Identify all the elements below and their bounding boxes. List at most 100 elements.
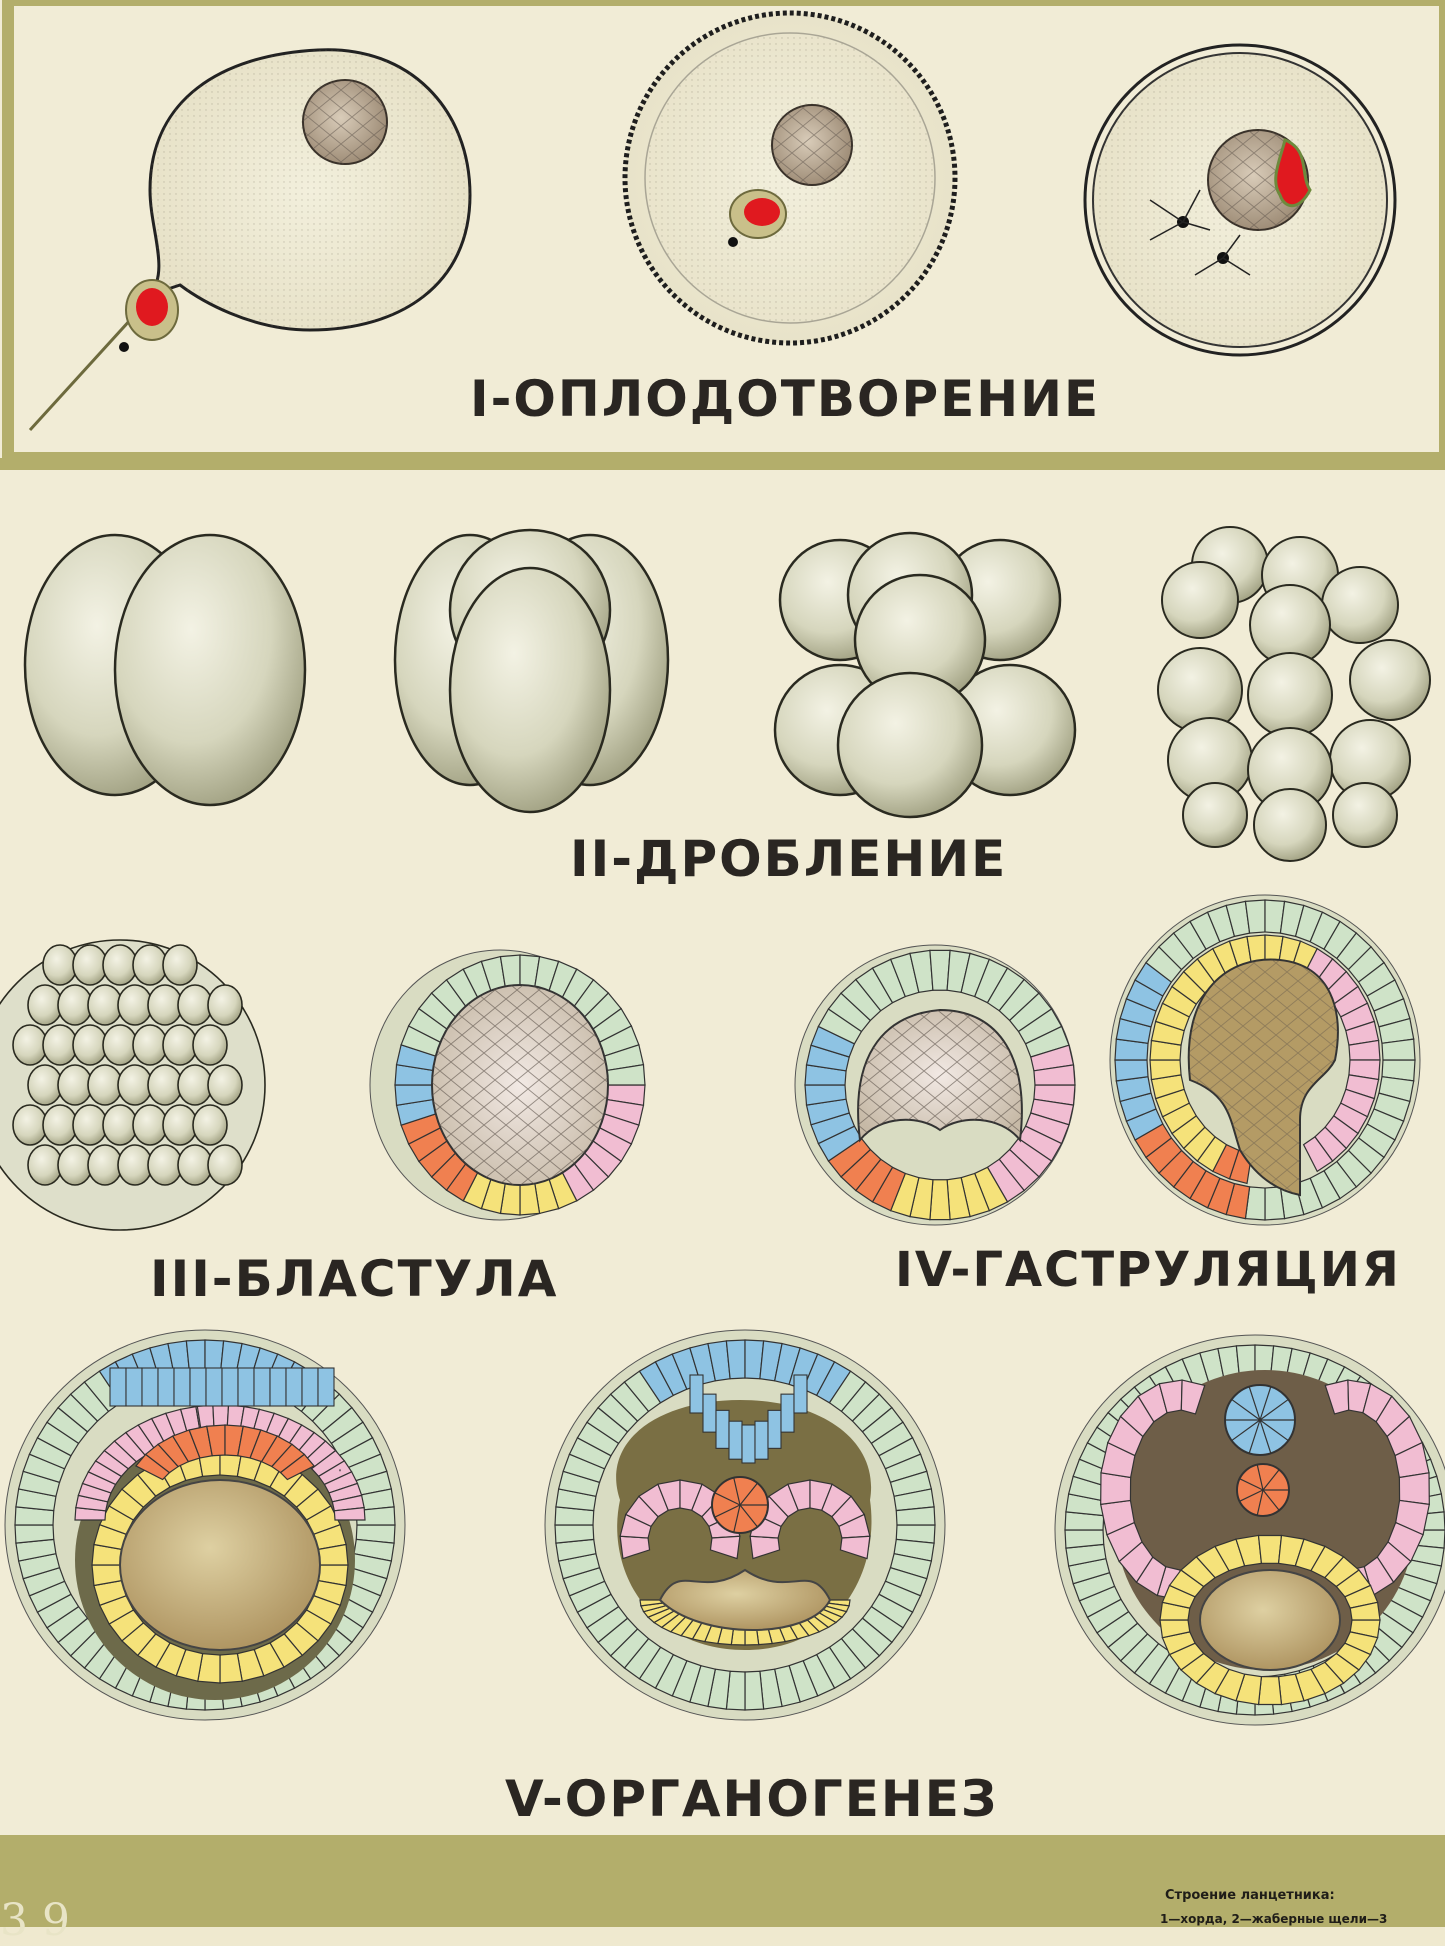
gastrula-early xyxy=(795,945,1075,1225)
neural-cell xyxy=(755,1421,768,1459)
cell-segment xyxy=(745,1671,764,1710)
morula-cell xyxy=(163,1025,197,1065)
morula-cell xyxy=(178,985,212,1025)
neural-cell xyxy=(222,1368,238,1406)
morula-cell xyxy=(13,1025,47,1065)
cleavage-2-cell xyxy=(25,535,305,805)
neural-cell xyxy=(703,1394,716,1432)
stage-label-cleavage: II-ДРОБЛЕНИЕ xyxy=(570,830,1007,888)
neural-cell xyxy=(206,1368,222,1406)
cell-segment xyxy=(1259,1535,1282,1563)
neural-cell xyxy=(794,1375,807,1413)
organogenesis-early xyxy=(5,1330,405,1720)
morula-cell xyxy=(58,985,92,1025)
stage-label-blastula: III-БЛАСТУЛА xyxy=(150,1250,558,1308)
cell-segment xyxy=(15,1525,54,1543)
neural-cell xyxy=(110,1368,126,1406)
morula-cell xyxy=(88,985,122,1025)
morula-cell xyxy=(103,1025,137,1065)
egg-with-membrane xyxy=(625,13,955,343)
morula-cell xyxy=(178,1145,212,1185)
stage-label-fertilization: I-ОПЛОДОТВОРЕНИЕ xyxy=(470,370,1100,428)
morula-cell xyxy=(148,985,182,1025)
morula-cell xyxy=(193,1025,227,1065)
morula-cell xyxy=(133,1105,167,1145)
morula-cell xyxy=(163,945,197,985)
cell-segment xyxy=(1245,900,1265,933)
morula-cell xyxy=(178,1065,212,1105)
morula-cell xyxy=(103,1105,137,1145)
morula-cell xyxy=(118,1145,152,1185)
neural-cell xyxy=(768,1410,781,1448)
neural-cell xyxy=(690,1375,703,1413)
neural-cell xyxy=(254,1368,270,1406)
cleavage-morula-early xyxy=(1158,527,1430,861)
morula-cell xyxy=(58,1065,92,1105)
neural-cell xyxy=(286,1368,302,1406)
zygote xyxy=(1085,45,1395,355)
morula-cell xyxy=(148,1065,182,1105)
cleavage-8-cell xyxy=(775,533,1075,817)
cell-segment xyxy=(1259,1677,1282,1705)
neural-cell xyxy=(238,1368,254,1406)
cell-segment xyxy=(1382,1039,1415,1060)
neural-cell xyxy=(729,1421,742,1459)
cell-segment xyxy=(726,1340,745,1379)
gastrula-late xyxy=(1110,895,1420,1225)
morula-cell xyxy=(28,985,62,1025)
morula-cell xyxy=(118,985,152,1025)
morula-cell xyxy=(73,945,107,985)
morula-cell xyxy=(103,945,137,985)
morula-cell xyxy=(148,1145,182,1185)
cell-segment xyxy=(1265,1187,1285,1220)
morula-cell xyxy=(28,1065,62,1105)
page-numbers: 3 9 xyxy=(0,1895,70,1946)
morula-cell xyxy=(208,1145,242,1185)
neural-cell xyxy=(158,1368,174,1406)
neural-cell xyxy=(270,1368,286,1406)
morula-cell xyxy=(58,1145,92,1185)
blastula-section xyxy=(370,950,645,1220)
morula-cell xyxy=(13,1105,47,1145)
neural-cell xyxy=(716,1410,729,1448)
cell-segment xyxy=(1115,1060,1148,1081)
morula-cell xyxy=(28,1145,62,1185)
neural-cell xyxy=(302,1368,318,1406)
neural-cell xyxy=(142,1368,158,1406)
lancelet-caption-detail: 1—хорда, 2—жаберные щели—3 xyxy=(1160,1912,1387,1926)
cell-segment xyxy=(896,1507,935,1525)
morula-cell xyxy=(73,1025,107,1065)
neural-cell xyxy=(742,1425,755,1463)
morula-cell xyxy=(133,945,167,985)
cleavage-4-cell xyxy=(395,530,668,812)
organogenesis-middle xyxy=(545,1330,945,1720)
cell-segment xyxy=(1101,1473,1131,1505)
stage-label-organogenesis: V-ОРГАНОГЕНЕЗ xyxy=(505,1770,998,1828)
cell-segment xyxy=(1065,1530,1104,1548)
morula xyxy=(0,940,265,1230)
egg-with-sperm xyxy=(30,50,470,430)
morula-cell xyxy=(43,1025,77,1065)
organogenesis-late xyxy=(1055,1335,1445,1725)
morula-cell xyxy=(208,985,242,1025)
morula-cell xyxy=(193,1105,227,1145)
cell-segment xyxy=(1399,1473,1429,1505)
neural-cell xyxy=(318,1368,334,1406)
cell-segment xyxy=(555,1525,594,1543)
morula-cell xyxy=(73,1105,107,1145)
neural-cell xyxy=(174,1368,190,1406)
neural-cell xyxy=(781,1394,794,1432)
morula-cell xyxy=(88,1145,122,1185)
morula-cell xyxy=(208,1065,242,1105)
morula-cell xyxy=(163,1105,197,1145)
morula-cell xyxy=(118,1065,152,1105)
lancelet-caption: Строение ланцетника: xyxy=(1165,1888,1335,1903)
morula-cell xyxy=(43,1105,77,1145)
stage-label-gastrulation: IV-ГАСТРУЛЯЦИЯ xyxy=(895,1242,1401,1298)
morula-cell xyxy=(43,945,77,985)
morula-cell xyxy=(133,1025,167,1065)
neural-cell xyxy=(190,1368,206,1406)
neural-cell xyxy=(126,1368,142,1406)
